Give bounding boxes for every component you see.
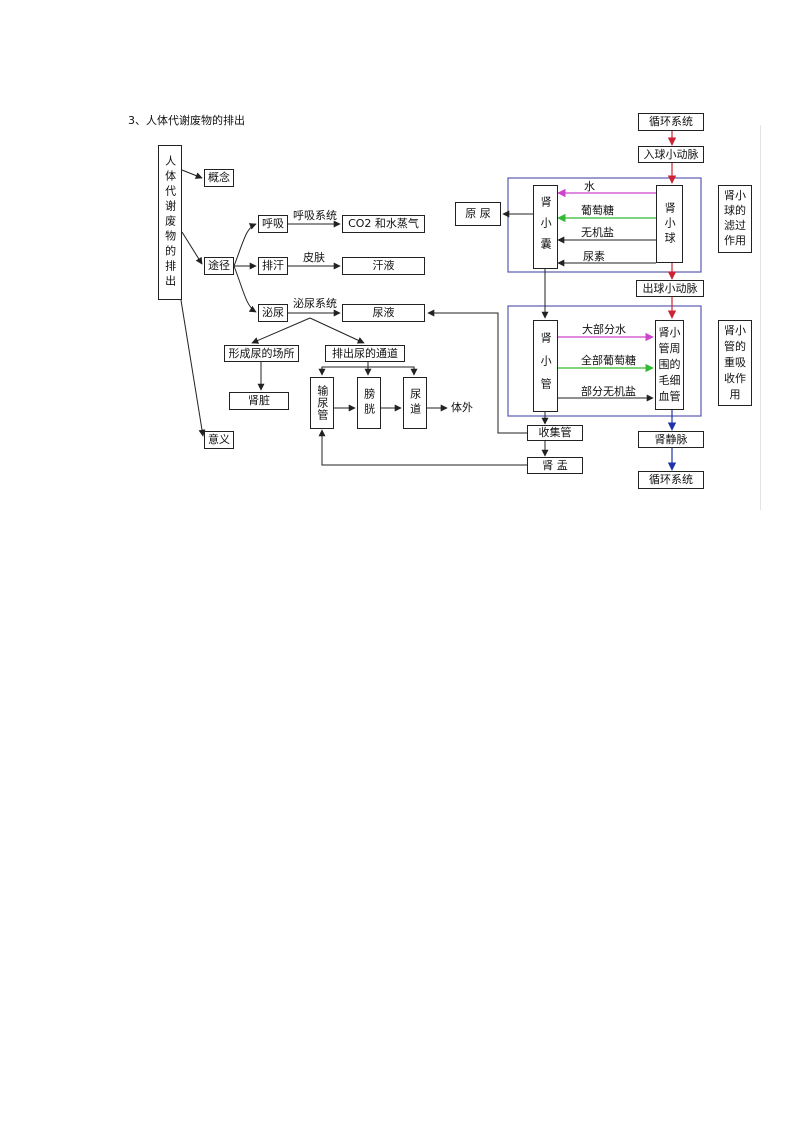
circulation-top-node: 循环系统 xyxy=(638,113,704,131)
concept-node: 概念 xyxy=(204,169,234,187)
urinary-system-label: 泌尿系统 xyxy=(293,297,337,310)
outside-body-label: 体外 xyxy=(451,401,473,414)
urine-node: 尿液 xyxy=(342,304,425,322)
bowman-capsule-node: 肾小囊 xyxy=(533,185,558,269)
respiratory-system-label: 呼吸系统 xyxy=(293,209,337,222)
circulation-bottom-node: 循环系统 xyxy=(638,471,704,489)
edge-channel-urethra xyxy=(368,366,418,376)
renal-vein-node: 肾静脉 xyxy=(638,431,704,448)
co2-water-vapor-node: CO2 和水蒸气 xyxy=(342,215,425,233)
kidney-node: 肾脏 xyxy=(229,392,289,410)
reabsorb-salts-label: 部分无机盐 xyxy=(581,385,636,398)
edge-pathway-breathe xyxy=(233,223,257,267)
afferent-arteriole-node: 入球小动脉 xyxy=(638,146,704,163)
primary-urine-node: 原 尿 xyxy=(455,202,501,226)
filtration-region xyxy=(507,177,702,273)
sweat-fluid-node: 汗液 xyxy=(342,257,425,275)
reabsorption-region xyxy=(507,305,702,417)
filtration-label-node: 肾小球的滤过作用 xyxy=(718,185,752,253)
scan-edge-shadow xyxy=(760,125,761,510)
edge-channel-ureter xyxy=(318,361,369,376)
renal-pelvis-node: 肾 盂 xyxy=(527,457,583,474)
filtered-glucose-label: 葡萄糖 xyxy=(581,204,614,217)
ureter-node: 输尿管 xyxy=(310,377,334,429)
urinate-node: 泌尿 xyxy=(258,304,288,322)
reabsorb-water-label: 大部分水 xyxy=(582,323,626,336)
breathe-node: 呼吸 xyxy=(258,215,288,233)
edge-pelvis-ureter xyxy=(318,429,527,466)
glomerulus-node: 肾小球 xyxy=(656,185,683,263)
edge-system-channel xyxy=(309,317,365,344)
filtered-salts-label: 无机盐 xyxy=(581,226,614,239)
page-title: 3、人体代谢废物的排出 xyxy=(128,114,245,127)
urethra-node: 尿道 xyxy=(403,377,427,429)
edge-pathway-urinate xyxy=(233,265,257,313)
edge-root-concept xyxy=(181,169,203,179)
reabsorb-glucose-label: 全部葡萄糖 xyxy=(581,354,636,367)
collecting-duct-node: 收集管 xyxy=(527,425,583,441)
sweat-node: 排汗 xyxy=(258,257,288,275)
edge-root-pathway xyxy=(181,231,203,265)
bladder-node: 膀胱 xyxy=(357,377,381,429)
filtered-urea-label: 尿素 xyxy=(583,250,605,263)
efferent-arteriole-node: 出球小动脉 xyxy=(636,280,704,297)
pathway-node: 途径 xyxy=(204,257,234,275)
filtered-water-label: 水 xyxy=(584,180,595,193)
urine-exit-channel-node: 排出尿的通道 xyxy=(325,345,405,362)
skin-label: 皮肤 xyxy=(303,251,325,264)
edge-root-meaning xyxy=(179,293,206,437)
root-node: 人体代谢废物的排出 xyxy=(158,145,182,300)
renal-tubule-node: 肾小管 xyxy=(533,320,558,412)
urine-forming-place-node: 形成尿的场所 xyxy=(224,345,299,362)
edge-collecting-urine xyxy=(427,309,527,434)
peritubular-capillaries-node: 肾小管周围的毛细血管 xyxy=(655,320,684,410)
edge-system-forming xyxy=(251,317,311,344)
meaning-node: 意义 xyxy=(204,431,234,449)
reabsorption-label-node: 肾小管的重吸收作用 xyxy=(718,320,752,406)
